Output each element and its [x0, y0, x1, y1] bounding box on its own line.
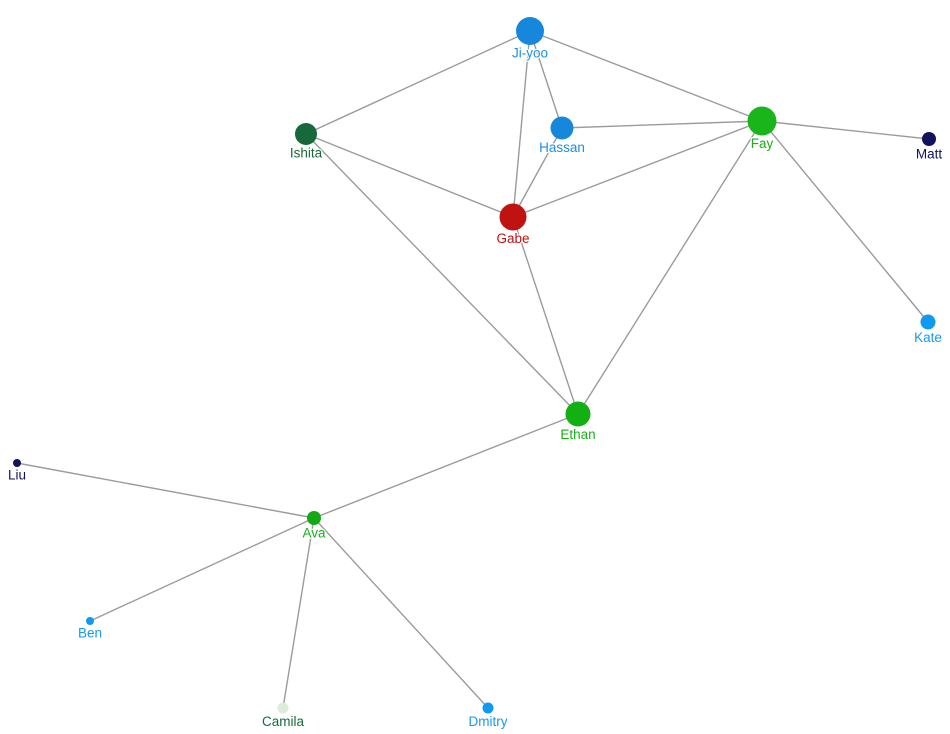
- edge-ji-yoo-ishita: [305, 30, 531, 135]
- node-matt[interactable]: [922, 132, 936, 146]
- node-label-matt: Matt: [916, 147, 943, 162]
- node-hassan[interactable]: [550, 116, 574, 140]
- node-ji-yoo[interactable]: [516, 17, 544, 45]
- node-liu[interactable]: [13, 459, 21, 467]
- node-label-ava: Ava: [302, 526, 326, 541]
- node-label-fay: Fay: [751, 136, 774, 151]
- edge-gabe-fay: [512, 120, 763, 218]
- edge-ji-yoo-fay: [529, 30, 763, 122]
- node-fay[interactable]: [747, 106, 777, 136]
- node-label-hassan: Hassan: [539, 140, 585, 155]
- node-ava[interactable]: [307, 511, 321, 525]
- node-label-ishita: Ishita: [290, 146, 323, 161]
- edge-ishita-ethan: [305, 133, 579, 415]
- node-gabe[interactable]: [499, 203, 527, 231]
- node-label-gabe: Gabe: [496, 231, 529, 246]
- node-ben[interactable]: [86, 617, 94, 625]
- node-label-ji-yoo: Ji-yoo: [512, 46, 548, 61]
- edge-ji-yoo-gabe: [512, 30, 531, 218]
- node-label-kate: Kate: [914, 330, 942, 345]
- node-label-ben: Ben: [78, 626, 102, 641]
- node-label-liu: Liu: [8, 468, 26, 483]
- edge-fay-ethan: [577, 120, 763, 415]
- edge-ishita-gabe: [305, 133, 514, 218]
- node-dmitry[interactable]: [482, 702, 494, 714]
- node-label-dmitry: Dmitry: [469, 714, 508, 729]
- node-ethan[interactable]: [565, 401, 591, 427]
- edge-hassan-gabe: [512, 127, 563, 218]
- edge-ji-yoo-hassan: [529, 30, 563, 129]
- edge-ava-ben: [89, 517, 315, 622]
- node-label-camila: Camila: [262, 714, 305, 729]
- edge-fay-matt: [761, 120, 930, 140]
- edge-ava-liu: [16, 462, 315, 519]
- edge-fay-kate: [761, 120, 929, 323]
- node-kate[interactable]: [920, 314, 936, 330]
- node-ishita[interactable]: [295, 123, 317, 145]
- edge-gabe-ethan: [512, 216, 579, 415]
- edge-ava-dmitry: [313, 517, 489, 709]
- edge-ethan-ava: [313, 413, 579, 519]
- node-camila[interactable]: [277, 702, 289, 714]
- node-label-ethan: Ethan: [560, 427, 595, 442]
- edge-hassan-fay: [561, 120, 763, 129]
- edge-ava-camila: [282, 517, 315, 709]
